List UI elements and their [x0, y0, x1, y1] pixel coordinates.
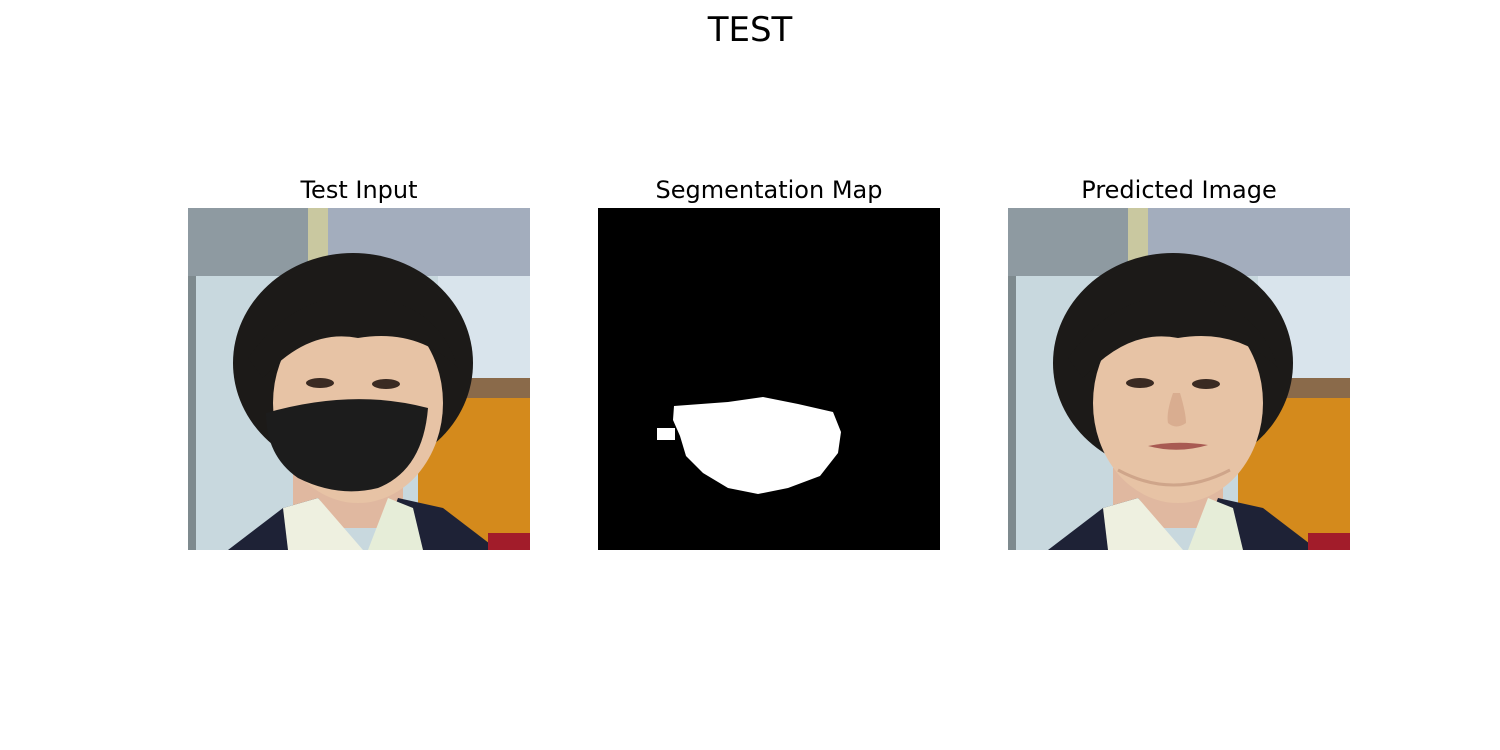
panel-segmentation-map: Segmentation Map	[598, 176, 940, 550]
panel-predicted-image: Predicted Image	[1008, 176, 1350, 550]
predicted-photo	[1008, 208, 1350, 550]
mouth	[1148, 442, 1208, 450]
chin-shadow	[1117, 468, 1231, 487]
mask-speck	[657, 428, 675, 440]
panel-title-segmentation-map: Segmentation Map	[655, 176, 883, 204]
board-edge	[1008, 276, 1016, 550]
panel-title-predicted-image: Predicted Image	[1081, 176, 1277, 204]
eye-right	[372, 379, 400, 389]
eye-left	[1126, 378, 1154, 388]
eye-right	[1192, 379, 1220, 389]
panel-title-test-input: Test Input	[300, 176, 418, 204]
shirt-collar-right	[368, 498, 423, 550]
face-mask	[266, 399, 428, 492]
panel-test-input: Test Input	[188, 176, 530, 550]
eye-left	[306, 378, 334, 388]
shirt-collar-right	[1188, 498, 1243, 550]
figure-title: TEST	[707, 10, 793, 50]
red-accent	[1308, 533, 1350, 550]
board-edge	[188, 276, 196, 550]
test-input-photo	[188, 208, 530, 550]
mask-background	[598, 208, 940, 550]
hair-fringe	[248, 296, 458, 378]
nose	[1167, 393, 1186, 427]
shirt-collar	[283, 498, 363, 550]
segmentation-map-image	[598, 208, 940, 550]
shirt-collar	[1103, 498, 1183, 550]
red-accent	[488, 533, 530, 550]
mask-region	[673, 397, 841, 494]
hair-fringe	[1068, 296, 1278, 378]
